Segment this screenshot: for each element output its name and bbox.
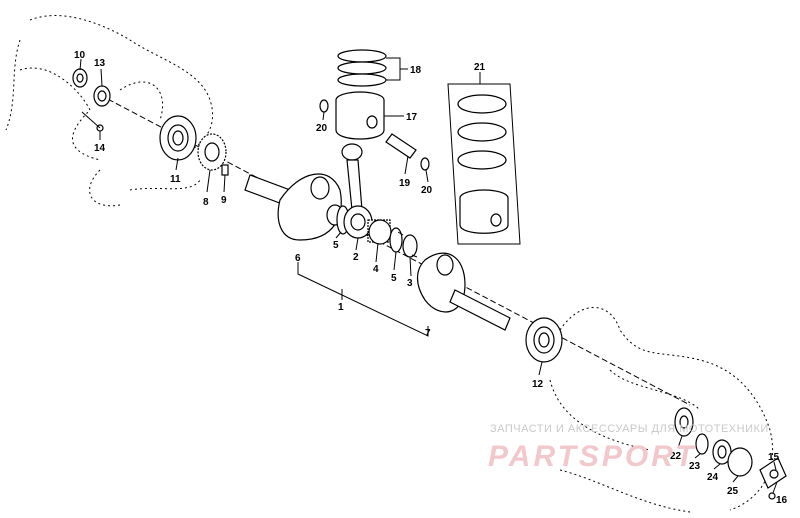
connecting-rod [341, 143, 373, 239]
cover-plate-15 [759, 457, 787, 489]
piston-pin-19 [385, 133, 417, 159]
callout-8: 8 [203, 197, 209, 208]
callout-21: 21 [474, 62, 486, 73]
crankshaft-left-half [244, 173, 344, 241]
gear-8 [197, 133, 227, 171]
callout-11: 11 [170, 174, 181, 185]
callout-6: 6 [295, 253, 301, 264]
callout-22: 22 [670, 451, 682, 462]
callout-1: 1 [338, 302, 344, 313]
piston-17 [335, 91, 385, 140]
circlip-20b [420, 157, 430, 171]
bearing-12 [525, 317, 563, 363]
piston-rings-18 [337, 49, 387, 87]
crankshaft-right-half [416, 252, 511, 331]
key-9 [221, 164, 229, 176]
needle-bearing-4 [367, 219, 392, 245]
bolt-16 [768, 492, 776, 500]
bearing-11 [159, 115, 197, 161]
washer-23 [695, 433, 709, 455]
callout-15: 15 [768, 452, 780, 463]
oil-seal-10 [72, 68, 88, 88]
leader-lines [79, 57, 778, 494]
callout-19: 19 [399, 178, 411, 189]
callout-20b: 20 [421, 185, 433, 196]
callout-9: 9 [221, 195, 227, 206]
callout-5b: 5 [391, 273, 397, 284]
callout-4: 4 [373, 264, 379, 275]
callout-17: 17 [406, 112, 418, 123]
washer-5b [389, 227, 403, 253]
crankcase-left-outline [5, 15, 214, 207]
callout-12: 12 [532, 379, 544, 390]
callout-5a: 5 [333, 240, 339, 251]
washer-13 [93, 85, 111, 107]
callout-7: 7 [425, 328, 431, 339]
callout-24: 24 [707, 472, 719, 483]
callout-23: 23 [689, 461, 701, 472]
callout-18: 18 [410, 65, 422, 76]
crankcase-right-outline [549, 307, 774, 513]
callout-14: 14 [94, 143, 106, 154]
watermark-tagline: ЗАПЧАСТИ И АКСЕССУАРЫ ДЛЯ МОТОТЕХНИКИ [490, 423, 769, 435]
piston-kit-box-21 [447, 83, 521, 245]
callout-3: 3 [407, 278, 413, 289]
callout-10: 10 [74, 50, 86, 61]
callout-25: 25 [727, 486, 739, 497]
callout-13: 13 [94, 58, 106, 69]
callout-20a: 20 [316, 123, 328, 134]
gasket-25 [727, 447, 753, 477]
seal-24 [712, 439, 732, 465]
callout-2: 2 [353, 252, 359, 263]
seal-22 [674, 407, 694, 437]
pin-14 [81, 111, 104, 132]
callout-16: 16 [776, 495, 788, 506]
watermark-logo: PARTSPORT [488, 440, 697, 473]
circlip-20a [319, 99, 329, 113]
